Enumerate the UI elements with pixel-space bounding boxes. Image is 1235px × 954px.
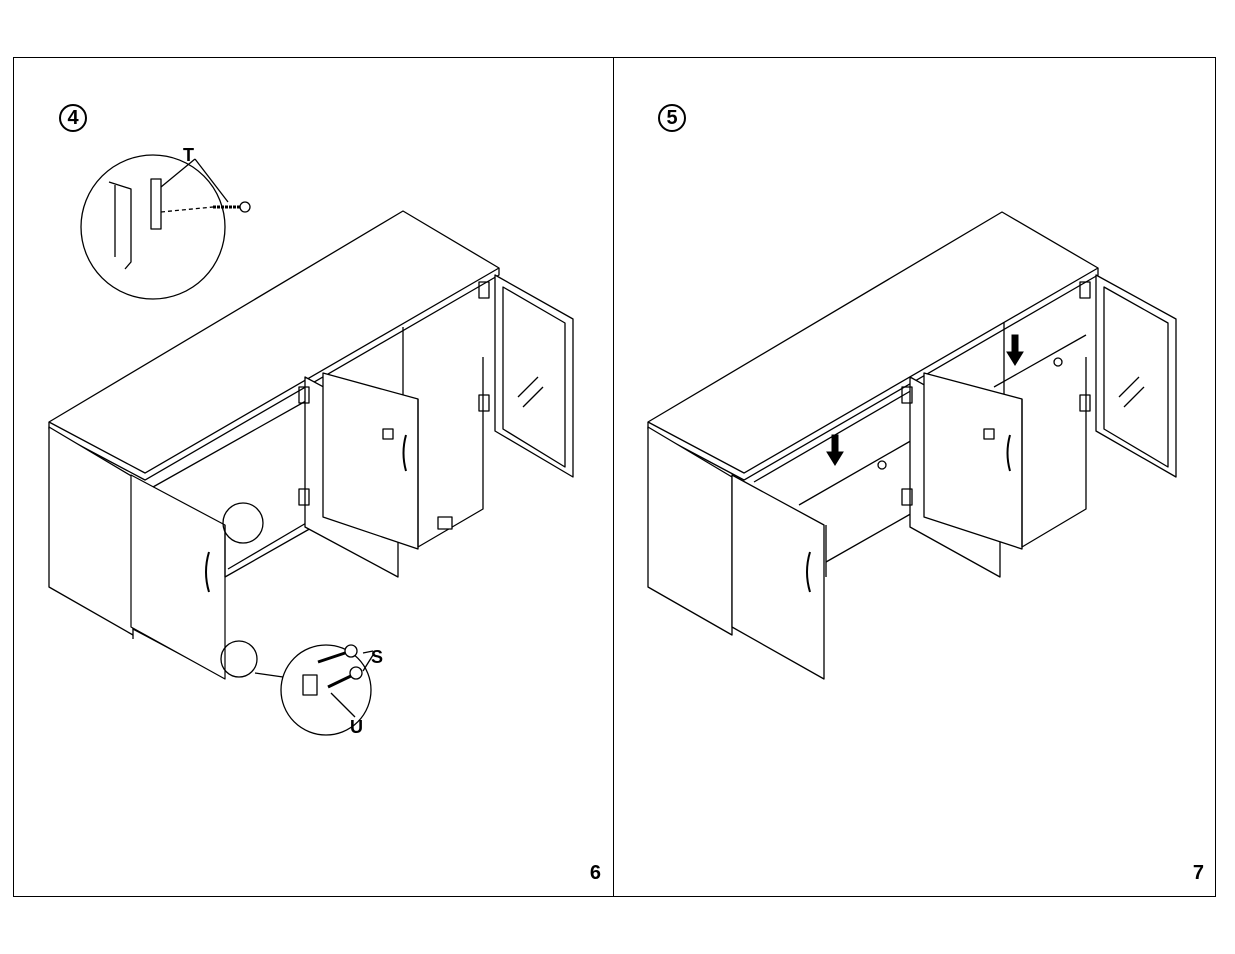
page-left: 4 [13,57,613,897]
callout-label-S: S [371,647,383,667]
page-number: 7 [1193,862,1204,885]
step-5-illustration [614,57,1216,897]
callout-label-T: T [183,145,194,165]
page-right: 5 [614,57,1216,897]
page-number: 6 [590,862,601,885]
step-4-illustration: T S U [13,57,613,897]
callout-label-U: U [350,717,363,737]
